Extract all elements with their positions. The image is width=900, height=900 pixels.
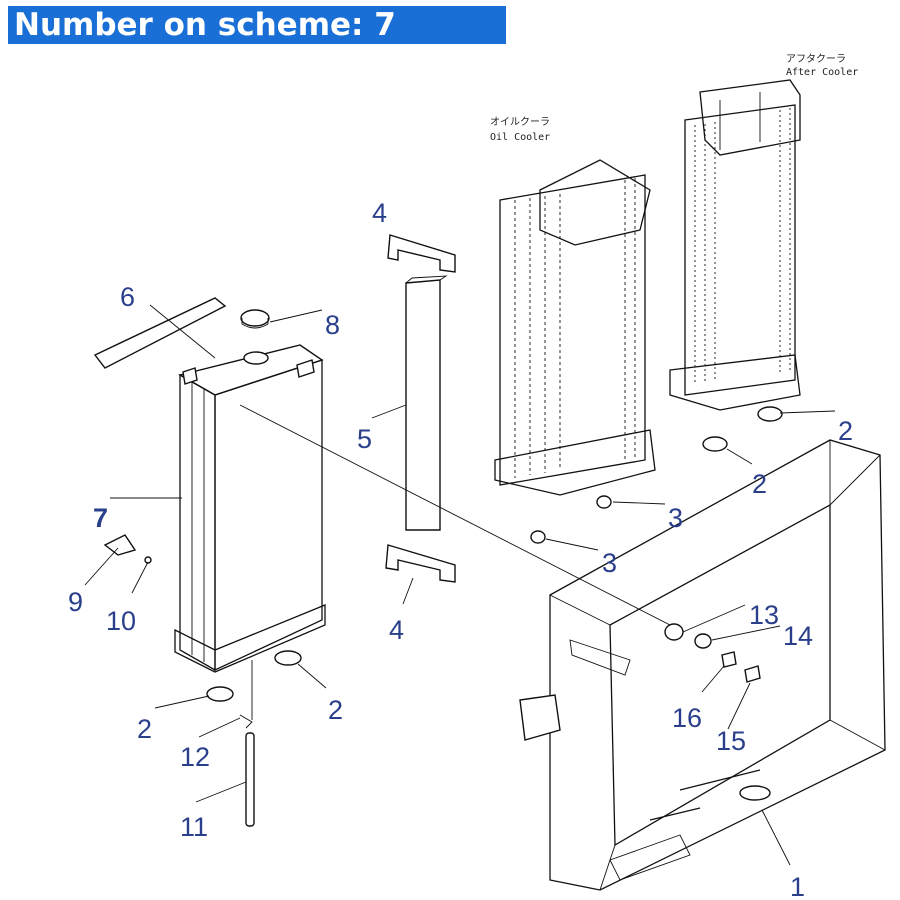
oil-cooler-label-jp: オイルクーラ	[490, 116, 550, 128]
radiator-cap-part	[240, 309, 270, 329]
drain-plug-part	[144, 556, 152, 564]
callout-6: 6	[120, 282, 135, 312]
after-cooler-label: After Cooler	[786, 67, 858, 78]
radiator-core-drawing	[174, 344, 326, 673]
callout-10: 10	[106, 606, 136, 636]
callout-7: 7	[93, 503, 108, 533]
callout-3-upper: 3	[668, 503, 683, 533]
callout-4-lower: 4	[389, 615, 404, 645]
callout-2-right: 2	[752, 469, 767, 499]
cushion-top-right	[757, 406, 783, 422]
upper-bracket-part	[387, 234, 456, 273]
vertical-seal-part	[405, 279, 441, 531]
leader-lines	[84, 304, 836, 866]
after-cooler-drawing	[649, 79, 801, 411]
rubber-strip-part	[93, 297, 227, 369]
callout-5: 5	[357, 424, 372, 454]
callout-13: 13	[749, 600, 779, 630]
cushion-mid	[274, 650, 302, 666]
nut-16	[721, 651, 737, 668]
lower-bracket-part	[385, 544, 456, 583]
callout-9: 9	[68, 587, 83, 617]
callout-12: 12	[180, 742, 210, 772]
callout-3-lower: 3	[602, 548, 617, 578]
callout-15: 15	[716, 726, 746, 756]
callout-2-top-right: 2	[838, 416, 853, 446]
callout-16: 16	[672, 703, 702, 733]
callout-11: 11	[180, 812, 208, 842]
bolt-15	[744, 665, 761, 683]
after-cooler-label-jp: アフタクーラ	[786, 53, 846, 65]
oil-cooler-drawing	[494, 159, 656, 496]
callout-2-mid: 2	[328, 695, 343, 725]
callout-14: 14	[783, 621, 813, 651]
cushion-left	[206, 686, 234, 702]
radiator-frame-drawing	[519, 439, 886, 891]
support-rod-part	[245, 732, 255, 827]
bushing-lower	[530, 530, 546, 544]
washer-14	[694, 633, 712, 649]
cushion-center-right	[702, 436, 728, 452]
callout-8: 8	[325, 310, 340, 340]
washer-13	[664, 623, 684, 641]
scheme-number-title: Number on scheme: 7	[8, 6, 506, 44]
oil-cooler-label: Oil Cooler	[490, 132, 550, 143]
bushing-upper	[596, 495, 612, 509]
callout-1: 1	[790, 872, 805, 900]
callout-2-left: 2	[137, 714, 152, 744]
clip-pin-part	[239, 714, 253, 729]
drain-valve-part	[103, 534, 137, 556]
callout-4-upper: 4	[372, 198, 387, 228]
